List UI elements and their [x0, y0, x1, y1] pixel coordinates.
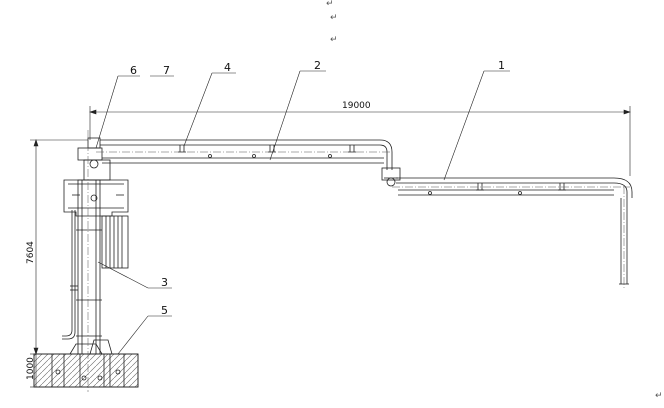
dimension-height-label: 7604 — [26, 241, 36, 264]
paragraph-mark: ↵ — [326, 0, 334, 9]
part-label-7: 7 — [163, 64, 170, 77]
slewing-head — [63, 137, 129, 217]
dimension-reach-label: 19000 — [342, 101, 371, 111]
knuckle-joint — [381, 167, 401, 187]
part-label-4: 4 — [224, 61, 231, 74]
part-label-5: 5 — [161, 304, 168, 317]
part-label-3: 3 — [161, 276, 168, 289]
dimension-reach — [89, 106, 631, 176]
part-label-1: 1 — [498, 59, 505, 72]
inner-arm — [100, 139, 393, 170]
paragraph-mark: ↵ — [330, 35, 338, 45]
foundation-base — [33, 339, 139, 388]
paragraph-mark: ↵ — [655, 391, 663, 401]
outer-arm — [396, 177, 633, 285]
centerlines — [87, 130, 630, 392]
leader-lines — [95, 70, 510, 355]
part-label-2: 2 — [314, 59, 321, 72]
part-label-6: 6 — [130, 64, 137, 77]
dimension-base-label: 1000 — [26, 357, 36, 380]
dimension-height — [30, 139, 88, 388]
riser-column — [62, 179, 129, 355]
paragraph-mark: ↵ — [330, 13, 338, 23]
